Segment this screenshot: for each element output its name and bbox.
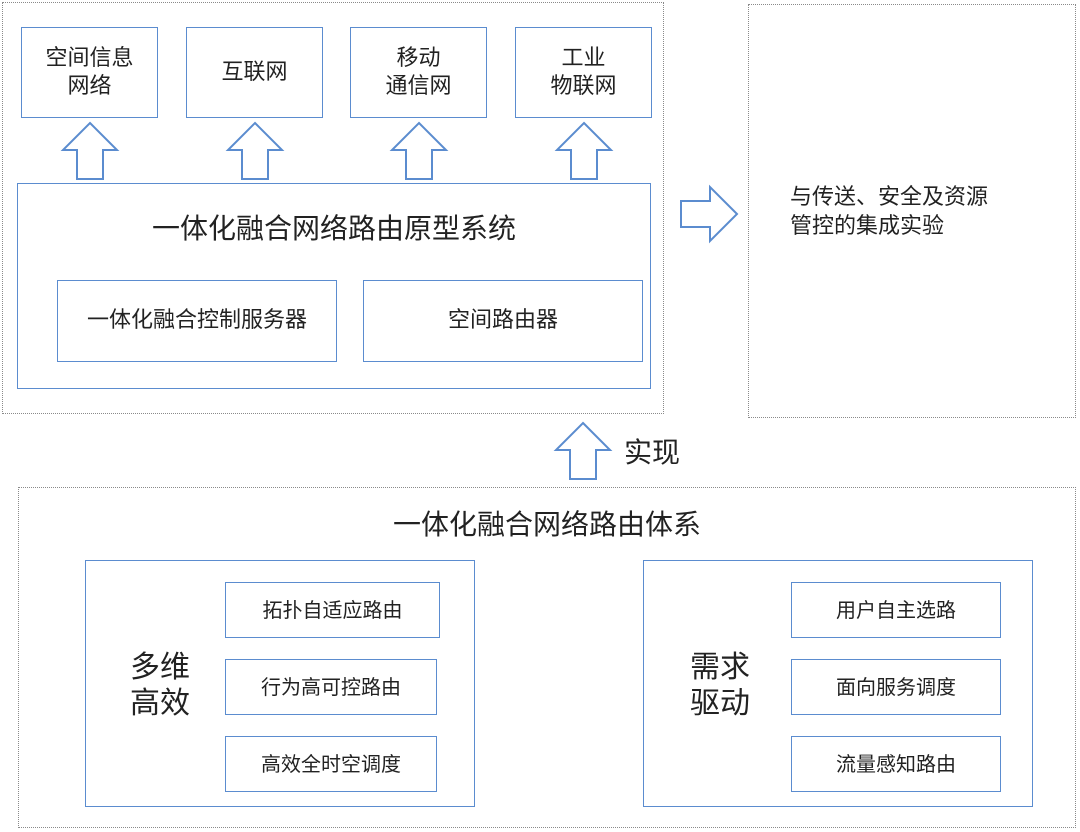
- component-label-space-router: 空间路由器: [447, 308, 558, 334]
- left-item-label: 高效全时空调度: [261, 751, 401, 776]
- realize-label: 实现: [624, 436, 681, 469]
- right-item-label: 流量感知路由: [836, 751, 956, 776]
- architecture-region: [18, 487, 1076, 828]
- up-arrow-icon: [389, 121, 449, 180]
- network-box-space-info: 空间信息 网络: [21, 27, 158, 118]
- prototype-region: [2, 2, 664, 414]
- left-item-box: 高效全时空调度: [225, 736, 437, 792]
- right-group-label: 需求 驱动: [690, 650, 750, 721]
- network-label-internet: 互联网: [221, 59, 288, 85]
- network-box-iiot: 工业 物联网: [515, 27, 652, 118]
- network-label-iiot: 工业 物联网: [550, 46, 617, 99]
- left-item-label: 拓扑自适应路由: [262, 597, 403, 622]
- up-arrow-icon: [554, 121, 614, 180]
- right-item-box: 流量感知路由: [791, 736, 1001, 792]
- component-label-control-server: 一体化融合控制服务器: [86, 308, 307, 334]
- prototype-system-title: 一体化融合网络路由原型系统: [151, 212, 516, 245]
- right-item-box: 面向服务调度: [791, 659, 1001, 715]
- left-item-box: 拓扑自适应路由: [225, 582, 440, 638]
- network-box-mobile: 移动 通信网: [350, 27, 487, 118]
- up-arrow-icon: [60, 121, 120, 180]
- right-item-box: 用户自主选路: [791, 582, 1001, 638]
- left-item-box: 行为高可控路由: [225, 659, 437, 715]
- experiment-text: 与传送、安全及资源 管控的集成实验: [790, 185, 989, 239]
- network-label-mobile: 移动 通信网: [385, 46, 452, 99]
- component-box-space-router: 空间路由器: [363, 280, 643, 362]
- architecture-title: 一体化融合网络路由体系: [392, 508, 701, 541]
- left-item-label: 行为高可控路由: [261, 674, 401, 699]
- right-arrow-icon: [680, 184, 739, 244]
- experiment-region: [748, 4, 1076, 418]
- right-item-label: 面向服务调度: [836, 674, 956, 699]
- up-arrow-icon: [553, 421, 613, 480]
- network-box-internet: 互联网: [186, 27, 323, 118]
- up-arrow-icon: [225, 121, 285, 180]
- right-item-label: 用户自主选路: [836, 597, 956, 622]
- left-group-label: 多维 高效: [130, 650, 190, 721]
- network-label-space-info: 空间信息 网络: [45, 46, 134, 99]
- component-box-control-server: 一体化融合控制服务器: [57, 280, 337, 362]
